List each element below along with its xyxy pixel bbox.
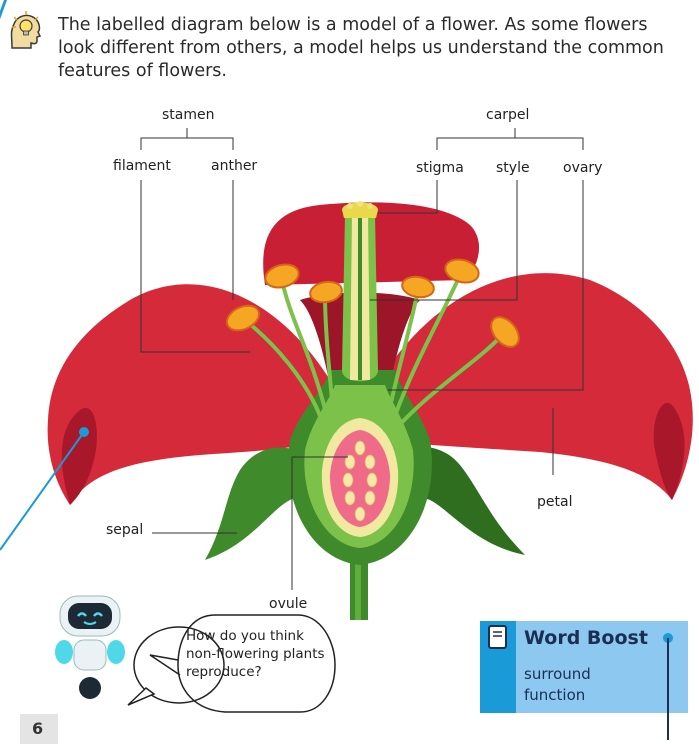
book-icon — [487, 624, 509, 652]
word-boost-connector — [658, 630, 678, 740]
robot-question: How do you think non-flowering plants re… — [186, 627, 326, 681]
label-stamen: stamen — [162, 107, 215, 123]
label-filament: filament — [113, 158, 171, 174]
word-boost-word: function — [524, 685, 591, 706]
label-petal: petal — [537, 494, 572, 510]
label-carpel: carpel — [486, 107, 529, 123]
label-sepal: sepal — [106, 522, 143, 538]
page-number-box: 6 — [20, 714, 58, 744]
label-ovule: ovule — [269, 596, 307, 612]
word-boost-title: Word Boost — [524, 627, 648, 649]
label-style: style — [496, 160, 530, 176]
word-boost-list: surround function — [524, 664, 591, 706]
page-number: 6 — [32, 719, 43, 738]
label-ovary: ovary — [563, 160, 602, 176]
word-boost-word: surround — [524, 664, 591, 685]
label-stigma: stigma — [416, 160, 464, 176]
label-anther: anther — [211, 158, 257, 174]
